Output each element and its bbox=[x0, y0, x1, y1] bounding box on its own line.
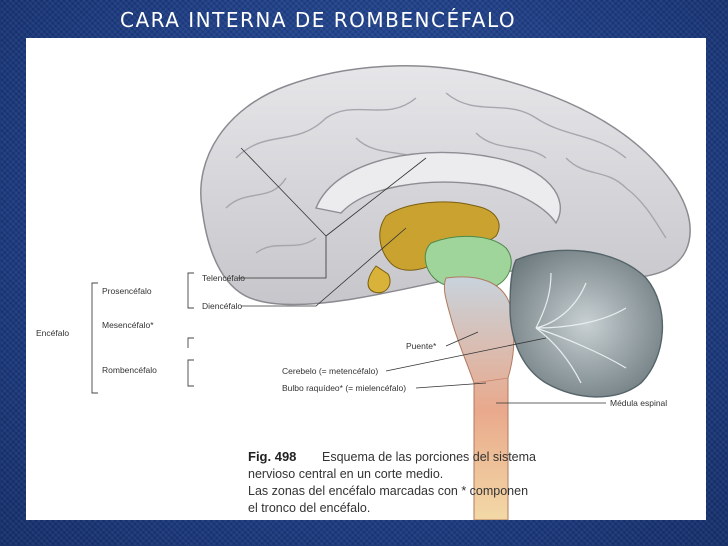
caption-line-4: el tronco del encéfalo. bbox=[248, 501, 370, 515]
brainstem bbox=[443, 276, 515, 520]
label-telencefalo: Telencéfalo bbox=[202, 273, 245, 283]
leader-lines bbox=[238, 147, 606, 404]
label-encefalo: Encéfalo bbox=[36, 328, 69, 338]
caption-figure-number: Fig. 498 bbox=[248, 449, 296, 464]
caption-line-2: nervioso central en un corte medio. bbox=[248, 467, 443, 481]
arbor-vitae bbox=[535, 272, 627, 384]
pituitary bbox=[367, 265, 391, 294]
caption-line-3: Las zonas del encéfalo marcadas con * co… bbox=[248, 484, 528, 498]
label-rombencefalo: Rombencéfalo bbox=[102, 365, 157, 375]
brain-diagram: Encéfalo Prosencéfalo Mesencéfalo* Rombe… bbox=[36, 65, 691, 520]
label-medula: Médula espinal bbox=[610, 398, 667, 408]
telencephalon-cortex bbox=[200, 65, 691, 306]
label-prosencefalo: Prosencéfalo bbox=[102, 286, 152, 296]
slide-title: CARA INTERNA DE ROMBENCÉFALO bbox=[120, 8, 517, 32]
caption-line-1: Esquema de las porciones del sistema bbox=[322, 450, 536, 464]
cortex-gyri bbox=[225, 92, 667, 254]
brain-diagram-figure: Encéfalo Prosencéfalo Mesencéfalo* Rombe… bbox=[26, 38, 706, 520]
label-cerebelo: Cerebelo (= metencéfalo) bbox=[282, 366, 378, 376]
brackets bbox=[91, 272, 194, 394]
label-bulbo: Bulbo raquídeo* (= mielencéfalo) bbox=[282, 383, 406, 393]
label-puente: Puente* bbox=[406, 341, 437, 351]
corpus-callosum bbox=[315, 151, 562, 225]
label-diencefalo: Diencéfalo bbox=[202, 301, 242, 311]
label-mesencefalo: Mesencéfalo* bbox=[102, 320, 154, 330]
